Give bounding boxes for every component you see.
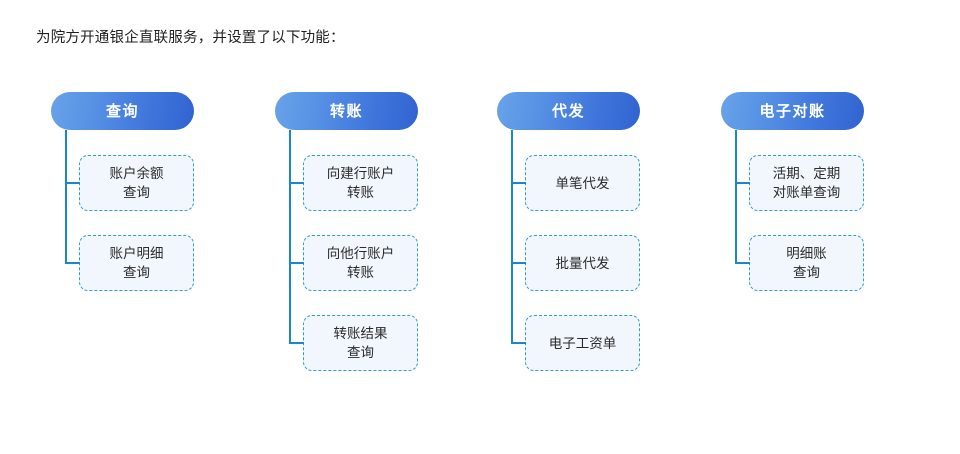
column-header-label: 查询 [105, 102, 139, 120]
column-header-transfer[interactable]: 转账 [275, 92, 418, 130]
children-list: 向建行账户 转账 向他行账户 转账 转账结果 查询 [275, 130, 418, 371]
column-header-e-reconciliation[interactable]: 电子对账 [721, 92, 864, 130]
feature-label: 批量代发 [555, 255, 610, 271]
feature-label: 账户明细 查询 [109, 246, 164, 280]
feature-label: 向建行账户 转账 [326, 166, 395, 200]
feature-node[interactable]: 单笔代发 [525, 155, 640, 211]
feature-label: 电子工资单 [548, 335, 617, 351]
feature-label: 明细账 查询 [786, 246, 827, 280]
children-list: 单笔代发 批量代发 电子工资单 [497, 130, 640, 371]
feature-node[interactable]: 转账结果 查询 [303, 315, 418, 371]
connector-trunk [735, 130, 737, 263]
feature-label: 单笔代发 [555, 175, 610, 191]
column-agency-payment: 代发 单笔代发 批量代发 电子工资单 [497, 92, 640, 371]
children-list: 账户余额 查询 账户明细 查询 [51, 130, 194, 291]
column-query: 查询 账户余额 查询 账户明细 查询 [51, 92, 194, 291]
connector-trunk [511, 130, 513, 343]
feature-node[interactable]: 向建行账户 转账 [303, 155, 418, 211]
feature-label: 向他行账户 转账 [326, 246, 395, 280]
feature-node[interactable]: 账户明细 查询 [79, 235, 194, 291]
column-header-label: 电子对账 [759, 102, 826, 120]
intro-text: 为院方开通银企直联服务，并设置了以下功能： [36, 30, 345, 46]
column-e-reconciliation: 电子对账 活期、定期 对账单查询 明细账 查询 [721, 92, 864, 291]
feature-node[interactable]: 电子工资单 [525, 315, 640, 371]
feature-node[interactable]: 账户余额 查询 [79, 155, 194, 211]
column-header-label: 代发 [551, 102, 585, 120]
feature-label: 活期、定期 对账单查询 [772, 166, 841, 200]
feature-node[interactable]: 批量代发 [525, 235, 640, 291]
column-transfer: 转账 向建行账户 转账 向他行账户 转账 转账结果 查询 [275, 92, 418, 371]
feature-node[interactable]: 向他行账户 转账 [303, 235, 418, 291]
column-header-label: 转账 [329, 102, 363, 120]
feature-label: 转账结果 查询 [333, 326, 388, 360]
column-header-query[interactable]: 查询 [51, 92, 194, 130]
feature-node[interactable]: 活期、定期 对账单查询 [749, 155, 864, 211]
column-header-agency-payment[interactable]: 代发 [497, 92, 640, 130]
feature-label: 账户余额 查询 [109, 166, 164, 200]
children-list: 活期、定期 对账单查询 明细账 查询 [721, 130, 864, 291]
connector-trunk [289, 130, 291, 343]
connector-trunk [65, 130, 67, 263]
feature-node[interactable]: 明细账 查询 [749, 235, 864, 291]
